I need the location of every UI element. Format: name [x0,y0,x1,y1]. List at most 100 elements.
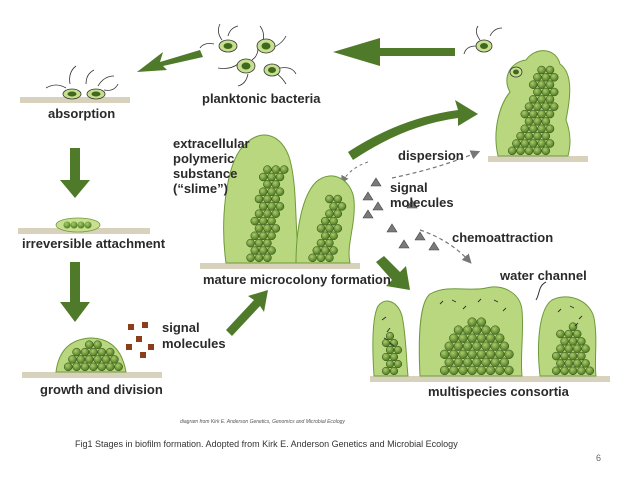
signal-triangle-icon [370,177,382,187]
bacterial-cell [533,131,542,141]
arrow-absorption-down [60,148,90,198]
bacterial-cell [581,344,590,353]
bacterial-cell [89,347,98,357]
bacterial-cell [263,209,272,218]
signal-triangle-icon [406,199,418,209]
bacterial-cell [258,246,268,255]
bacterial-cell [520,124,530,134]
signal-triangle-icon [362,209,374,219]
bacterial-cell [258,202,268,211]
bacterial-cell [516,131,525,141]
bacterial-cell [528,80,538,89]
arrow-planktonic-to-absorption [137,50,203,72]
signal-square-icon [136,336,142,342]
bacterial-cell [472,325,482,335]
bacterial-cell [389,366,399,376]
bacterial-cell [541,87,551,97]
bacterial-cell [481,341,491,351]
dashed-arrow-slime-pointer [341,161,369,184]
dashed-arrow-dispersion [391,150,481,179]
bacterial-cell [258,231,268,241]
bacterial-cell [560,337,569,346]
bacterial-cell [467,333,477,343]
bacterial-cell [462,357,473,367]
label-mature-microcolony: mature microcolony formation [203,272,391,287]
bacterial-cell [472,341,482,351]
bacterial-cell [528,95,538,104]
bacterial-cell [258,216,268,226]
bacterial-cell [329,246,338,255]
bacterial-cell [564,329,574,339]
bacterial-cell [572,344,582,353]
signal-square-icon [142,322,148,328]
bacterial-cell [453,341,464,351]
bacterial-cell [72,362,81,372]
bacterial-cell [504,365,514,376]
bacterial-cell [246,253,255,263]
bacterial-cell [316,238,326,248]
label-growth-and-division: growth and division [40,382,163,397]
bacterial-cell [444,341,454,351]
bacterial-cell [577,366,586,376]
bacterial-cell [495,365,505,376]
bacterial-cell [524,131,534,141]
bacterial-cell [381,366,391,376]
bacterial-cell [267,216,276,226]
bacterial-cell [254,209,264,218]
label-dispersion: dispersion [398,148,464,163]
bacterial-cell [499,341,510,351]
bacterial-cell [312,246,322,255]
bacterial-cell [325,209,334,218]
bacterial-cell [101,355,111,364]
signal-triangle-icon [398,239,410,249]
bacterial-cell [507,146,517,156]
bacterial-cell [537,95,546,104]
arrow-right-top-to-planktonic [333,38,455,66]
bacterial-cell [76,355,86,364]
bacterial-cell [549,73,559,82]
bacterial-cell [467,365,477,376]
bacterial-cell [275,202,285,211]
bacterial-cell [568,366,578,376]
bacterial-cell [528,124,538,134]
bacterial-cell [524,102,534,111]
bacterial-cell [481,325,491,335]
bacterial-cell [444,357,454,367]
signal-square-icon [140,352,146,358]
bacterial-cell [458,333,468,343]
bacterial-cell [267,202,276,211]
label-multispecies-consortia: multispecies consortia [428,384,570,399]
bacterial-cell [541,146,551,156]
label-signal-left-1: signal [162,320,200,335]
bacterial-cell [258,187,268,196]
bacterial-cell [263,238,272,248]
bacterial-cell [80,362,90,372]
signal-square-icon [126,344,132,350]
bacterial-cell [250,246,260,255]
bacterial-cell [458,349,468,359]
bacterial-cell [537,139,546,148]
label-absorption: absorption [48,106,115,121]
bacterial-cell [320,216,330,226]
bacterial-cell [537,80,546,89]
bacterial-cell [467,349,477,359]
bacterial-cell [551,366,561,376]
label-chemoattraction: chemoattraction [452,230,553,245]
bacterial-cell [549,102,559,111]
bacterial-cell [537,124,546,134]
bacterial-cell [72,347,81,357]
bacterial-cell [520,109,530,119]
bacterial-cell [453,357,464,367]
label-eps-2: polymeric [173,151,234,166]
bacterial-cell [393,345,403,355]
bacterial-cell [581,359,590,368]
bacterial-cell [458,365,468,376]
signal-triangles-middle [362,177,440,251]
bacterial-cell [476,317,487,327]
bacterial-cell [333,209,343,218]
bacterial-cell [533,73,542,82]
bacterial-cell [545,65,555,75]
bacterial-cell [504,349,514,359]
bacterial-cell [385,331,395,341]
bacterial-cell [572,329,582,339]
